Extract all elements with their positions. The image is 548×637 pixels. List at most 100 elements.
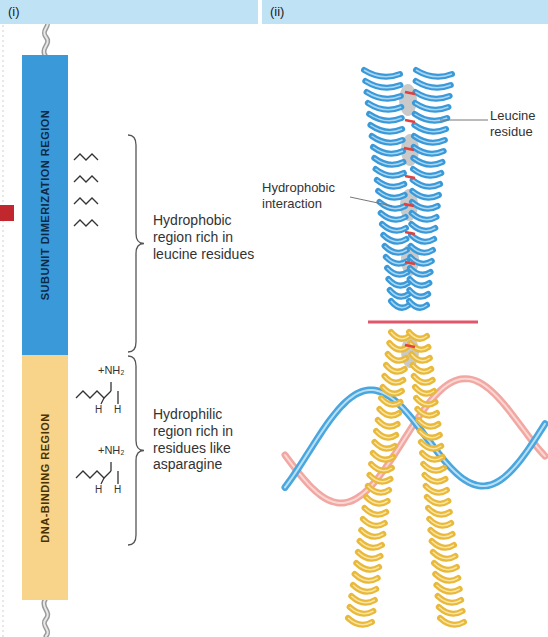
helix-highlight	[383, 235, 406, 242]
helix-turn	[378, 191, 405, 198]
helix-highlight	[387, 268, 408, 275]
helix-highlight	[430, 530, 452, 537]
helix-highlight	[353, 585, 376, 592]
helix-turn	[423, 464, 444, 471]
helix-highlight	[409, 290, 428, 297]
helix-turn	[387, 268, 408, 275]
helix-turn	[366, 497, 387, 504]
helix-turn	[384, 376, 403, 383]
helix-highlight	[376, 169, 404, 176]
helix-turn	[370, 125, 402, 132]
helix-highlight	[414, 136, 445, 143]
helix-turn	[409, 290, 428, 297]
helix-turn	[379, 202, 405, 209]
helix-highlight	[415, 92, 449, 99]
helix-turn	[426, 486, 447, 493]
helix-highlight	[386, 365, 405, 372]
helix-turn	[371, 464, 392, 471]
helix-turn	[348, 618, 372, 625]
helix-highlight	[411, 224, 435, 231]
helix-highlight	[365, 508, 387, 515]
helix-highlight	[417, 409, 437, 416]
helix-highlight	[412, 202, 438, 209]
helix-highlight	[436, 585, 459, 592]
helix-turn	[414, 376, 433, 383]
dna-strand	[285, 390, 545, 487]
helix-turn	[360, 541, 382, 548]
chemical-atom: H	[114, 484, 124, 496]
helix-turn	[370, 475, 391, 482]
helix-highlight	[432, 541, 454, 548]
helix-highlight	[409, 332, 427, 339]
helix-highlight	[384, 376, 403, 383]
helix-highlight	[356, 563, 379, 570]
helix-highlight	[425, 475, 446, 482]
helix-highlight	[355, 574, 378, 581]
helix-turn	[381, 398, 400, 405]
chemical-group: +NH₂	[98, 444, 138, 457]
helix-turn	[430, 530, 452, 537]
helix-highlight	[376, 431, 396, 438]
callout-label: Leucine residue	[490, 108, 546, 139]
helix-highlight	[366, 497, 387, 504]
helix-turn	[364, 70, 400, 77]
helix-turn	[435, 574, 458, 581]
helix-highlight	[371, 464, 392, 471]
helix-turn	[363, 519, 385, 526]
helix-turn	[369, 114, 402, 121]
chain-end	[44, 20, 48, 55]
chemical-atom: H	[95, 484, 105, 496]
dna-strand	[285, 390, 545, 487]
helix-highlight	[389, 343, 407, 350]
leader-line	[350, 197, 392, 206]
helix-highlight	[379, 202, 405, 209]
helix-turn	[416, 70, 452, 77]
helix-highlight	[373, 453, 394, 460]
helix-turn	[388, 279, 408, 286]
chain-end	[44, 20, 48, 55]
helix-highlight	[414, 125, 446, 132]
helix-highlight	[411, 235, 434, 242]
helix-turn	[438, 596, 462, 603]
helix-highlight	[428, 508, 450, 515]
helix-highlight	[433, 552, 456, 559]
leucine-mark	[405, 262, 415, 264]
helix-turn	[351, 596, 375, 603]
helix-highlight	[367, 92, 401, 99]
helix-turn	[411, 354, 429, 361]
helix-highlight	[423, 464, 444, 471]
helix-turn	[373, 453, 394, 460]
helix-highlight	[388, 354, 406, 361]
helix-turn	[390, 290, 409, 297]
helix-turn	[417, 409, 437, 416]
protein-region: DNA-BINDING REGION	[22, 355, 68, 600]
helix-highlight	[388, 279, 408, 286]
asparagine-side-chains	[76, 382, 118, 484]
helix-highlight	[414, 147, 444, 154]
helix-turn	[427, 497, 448, 504]
helix-turn	[419, 420, 439, 427]
helix-turn	[409, 332, 427, 339]
helix-highlight	[422, 453, 443, 460]
helix-highlight	[420, 431, 440, 438]
helix-highlight	[370, 125, 402, 132]
helix-highlight	[381, 398, 400, 405]
helix-turn	[389, 343, 407, 350]
helix-turn	[386, 365, 405, 372]
helix-turn	[436, 585, 459, 592]
leucine-mark	[404, 148, 414, 150]
helix-turn	[353, 585, 376, 592]
helix-turn	[376, 431, 396, 438]
helix-highlight	[385, 246, 407, 253]
helix-turn	[382, 224, 406, 231]
callout-label: Hydrophobic interaction	[262, 180, 352, 211]
helix-turn	[356, 563, 379, 570]
helix-turn	[358, 552, 381, 559]
chain-end	[44, 600, 48, 636]
helix-turn	[434, 563, 457, 570]
helix-highlight	[378, 420, 398, 427]
helix-highlight	[365, 81, 400, 88]
helix-highlight	[438, 596, 462, 603]
helix-turn	[367, 92, 401, 99]
helix-highlight	[381, 213, 406, 220]
